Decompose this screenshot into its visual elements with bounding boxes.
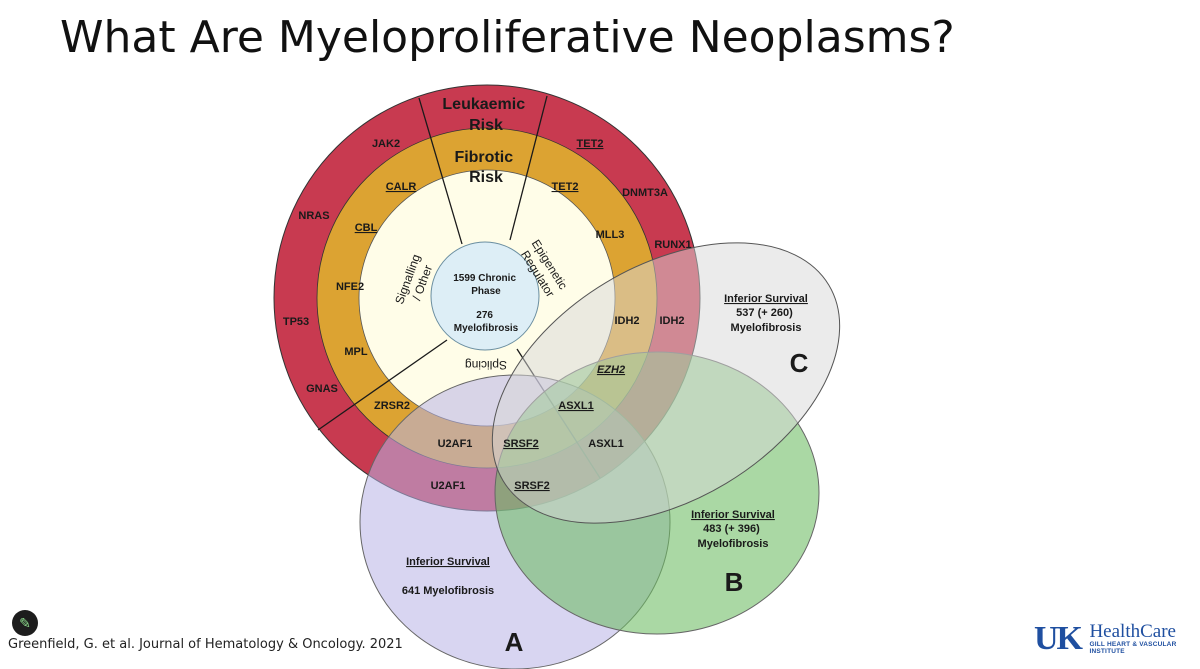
gene-gnas: GNAS: [306, 383, 338, 395]
logo-sub-1: GILL HEART & VASCULAR: [1089, 641, 1177, 648]
gene-tet2-mid: TET2: [552, 181, 579, 193]
gene-dnmt3a: DNMT3A: [622, 187, 668, 199]
fibrotic-risk-label: Fibrotic Risk: [454, 149, 517, 186]
gene-asxl1-inner: ASXL1: [558, 400, 593, 412]
set-c-count: 537 (+ 260) Myelofibrosis: [731, 307, 802, 334]
gene-srsf2-mid: SRSF2: [503, 438, 538, 450]
segment-divider: [509, 95, 548, 241]
logo-uk-mark: UK: [1034, 620, 1083, 657]
set-c-letter: C: [790, 348, 809, 378]
center-circle: [430, 241, 540, 351]
gene-idh2-outer: IDH2: [659, 315, 684, 327]
gene-tp53: TP53: [283, 316, 309, 328]
citation: Greenfield, G. et al. Journal of Hematol…: [8, 637, 403, 652]
gene-nfe2: NFE2: [336, 281, 364, 293]
gene-zrsr2: ZRSR2: [374, 400, 410, 412]
svg-text:Splicing: Splicing: [465, 358, 507, 372]
set-b-heading: Inferior Survival: [691, 509, 775, 521]
set-a-letter: A: [505, 627, 524, 657]
set-b-count: 483 (+ 396) Myelofibrosis: [698, 523, 769, 550]
gene-jak2: JAK2: [372, 138, 400, 150]
set-a-count: 641 Myelofibrosis: [402, 585, 494, 597]
gene-cbl: CBL: [355, 222, 378, 234]
gene-u2af1-mid: U2AF1: [438, 438, 473, 450]
set-c-heading: Inferior Survival: [724, 293, 808, 305]
gene-srsf2-outer: SRSF2: [514, 480, 549, 492]
splicing-label: Splicing: [465, 358, 507, 372]
gene-calr: CALR: [386, 181, 417, 193]
chronic-phase-count: 1599 Chronic Phase: [453, 273, 519, 297]
logo-sub-2: INSTITUTE: [1089, 648, 1125, 655]
leukaemic-risk-label: Leukaemic Risk: [442, 96, 529, 134]
gene-mll3: MLL3: [596, 229, 625, 241]
myelofibrosis-count: 276 Myelofibrosis: [454, 310, 519, 334]
pencil-icon[interactable]: ✎: [12, 610, 38, 636]
logo-name: HealthCare: [1089, 621, 1176, 642]
logo-text: HealthCare GILL HEART & VASCULAR INSTITU…: [1089, 621, 1177, 655]
gene-u2af1-outer: U2AF1: [431, 480, 466, 492]
gene-idh2-mid: IDH2: [614, 315, 639, 327]
segment-divider: [418, 97, 463, 245]
set-c-ellipse: [491, 242, 841, 524]
gene-ezh2: EZH2: [597, 364, 625, 376]
gene-runx1: RUNX1: [654, 239, 691, 251]
gene-mpl: MPL: [344, 346, 368, 358]
set-a-heading: Inferior Survival: [406, 556, 490, 568]
gene-asxl1-mid: ASXL1: [588, 438, 623, 450]
gene-nras: NRAS: [298, 210, 329, 222]
gene-tet2-outer: TET2: [577, 138, 604, 150]
segment-divider: [317, 339, 448, 431]
slide-title: What Are Myeloproliferative Neoplasms?: [60, 12, 955, 63]
set-b-letter: B: [725, 567, 744, 597]
uk-healthcare-logo: UK HealthCare GILL HEART & VASCULAR INST…: [1034, 620, 1177, 657]
